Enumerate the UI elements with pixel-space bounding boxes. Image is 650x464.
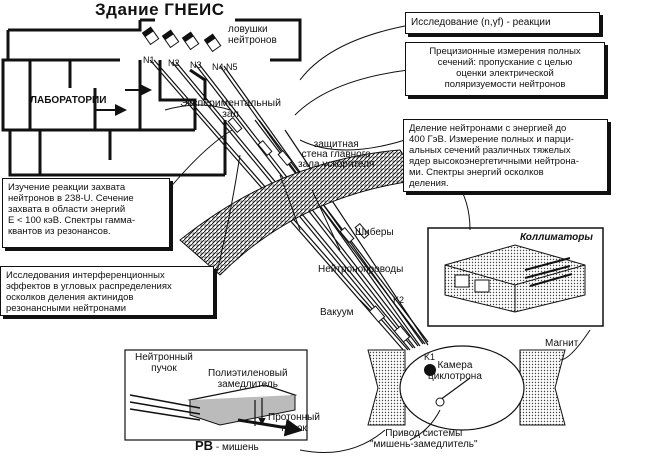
diagram-title: Здание ГНЕИС bbox=[95, 0, 225, 19]
pb-target-label: PB - мишень bbox=[195, 438, 259, 453]
box-precision: Прецизионные измерения полных сечений: п… bbox=[405, 42, 605, 96]
laboratories-label: ЛАБОРАТОРИИ bbox=[30, 95, 107, 106]
k1-label: K1 bbox=[424, 352, 436, 362]
box-fission: Деление нейтронами с энергией до 400 ГэВ… bbox=[403, 119, 608, 192]
box-interference: Исследования интерференционных эффектов … bbox=[0, 266, 214, 316]
collimators-label: Коллиматоры bbox=[520, 232, 593, 243]
shutters-label: Шиберы bbox=[355, 227, 394, 238]
neutron-traps-label: ловушки нейтронов bbox=[228, 24, 277, 46]
moderator-label: Полиэтиленовый замедлитель bbox=[208, 368, 288, 390]
cyclotron-chamber-label: Камера циклотрона bbox=[428, 360, 482, 382]
neutron-guides-label: Нейтронопроводы bbox=[318, 264, 404, 275]
cyclotron-chamber bbox=[424, 364, 436, 376]
channel-n2: N2 bbox=[168, 58, 180, 68]
target-inset bbox=[124, 349, 308, 441]
proton-beam-label: Протонный пучок bbox=[268, 412, 320, 434]
building-walls bbox=[1, 18, 302, 177]
neutron-traps bbox=[141, 26, 222, 53]
vacuum-label: Вакуум bbox=[320, 307, 354, 318]
channel-n4-n5: N4,N5 bbox=[212, 62, 238, 72]
k2-label: K2 bbox=[393, 295, 405, 305]
box-ng-research: Исследование (n,γf) - реакции bbox=[405, 12, 600, 34]
experimental-hall-label: Экспериментальный зал bbox=[180, 97, 281, 120]
collimator-inset bbox=[427, 227, 604, 327]
magnet bbox=[367, 345, 566, 431]
target-drive-label: Привод системы "мишень-замедлитель" bbox=[370, 428, 478, 450]
channel-n1: N1 bbox=[143, 55, 155, 65]
protective-wall-label: защитная стена главного зала ускорителя bbox=[298, 139, 375, 170]
pb-symbol: PB bbox=[195, 438, 214, 453]
magnet-label: Магнит bbox=[545, 338, 579, 349]
guide-segments bbox=[227, 117, 411, 343]
box-capture: Изучение реакции захвата нейтронов в 238… bbox=[2, 178, 170, 248]
channel-n3: N3 bbox=[190, 60, 202, 70]
neutron-beam-label: Нейтронный пучок bbox=[135, 352, 193, 374]
pb-target-text: - мишень bbox=[213, 442, 259, 453]
